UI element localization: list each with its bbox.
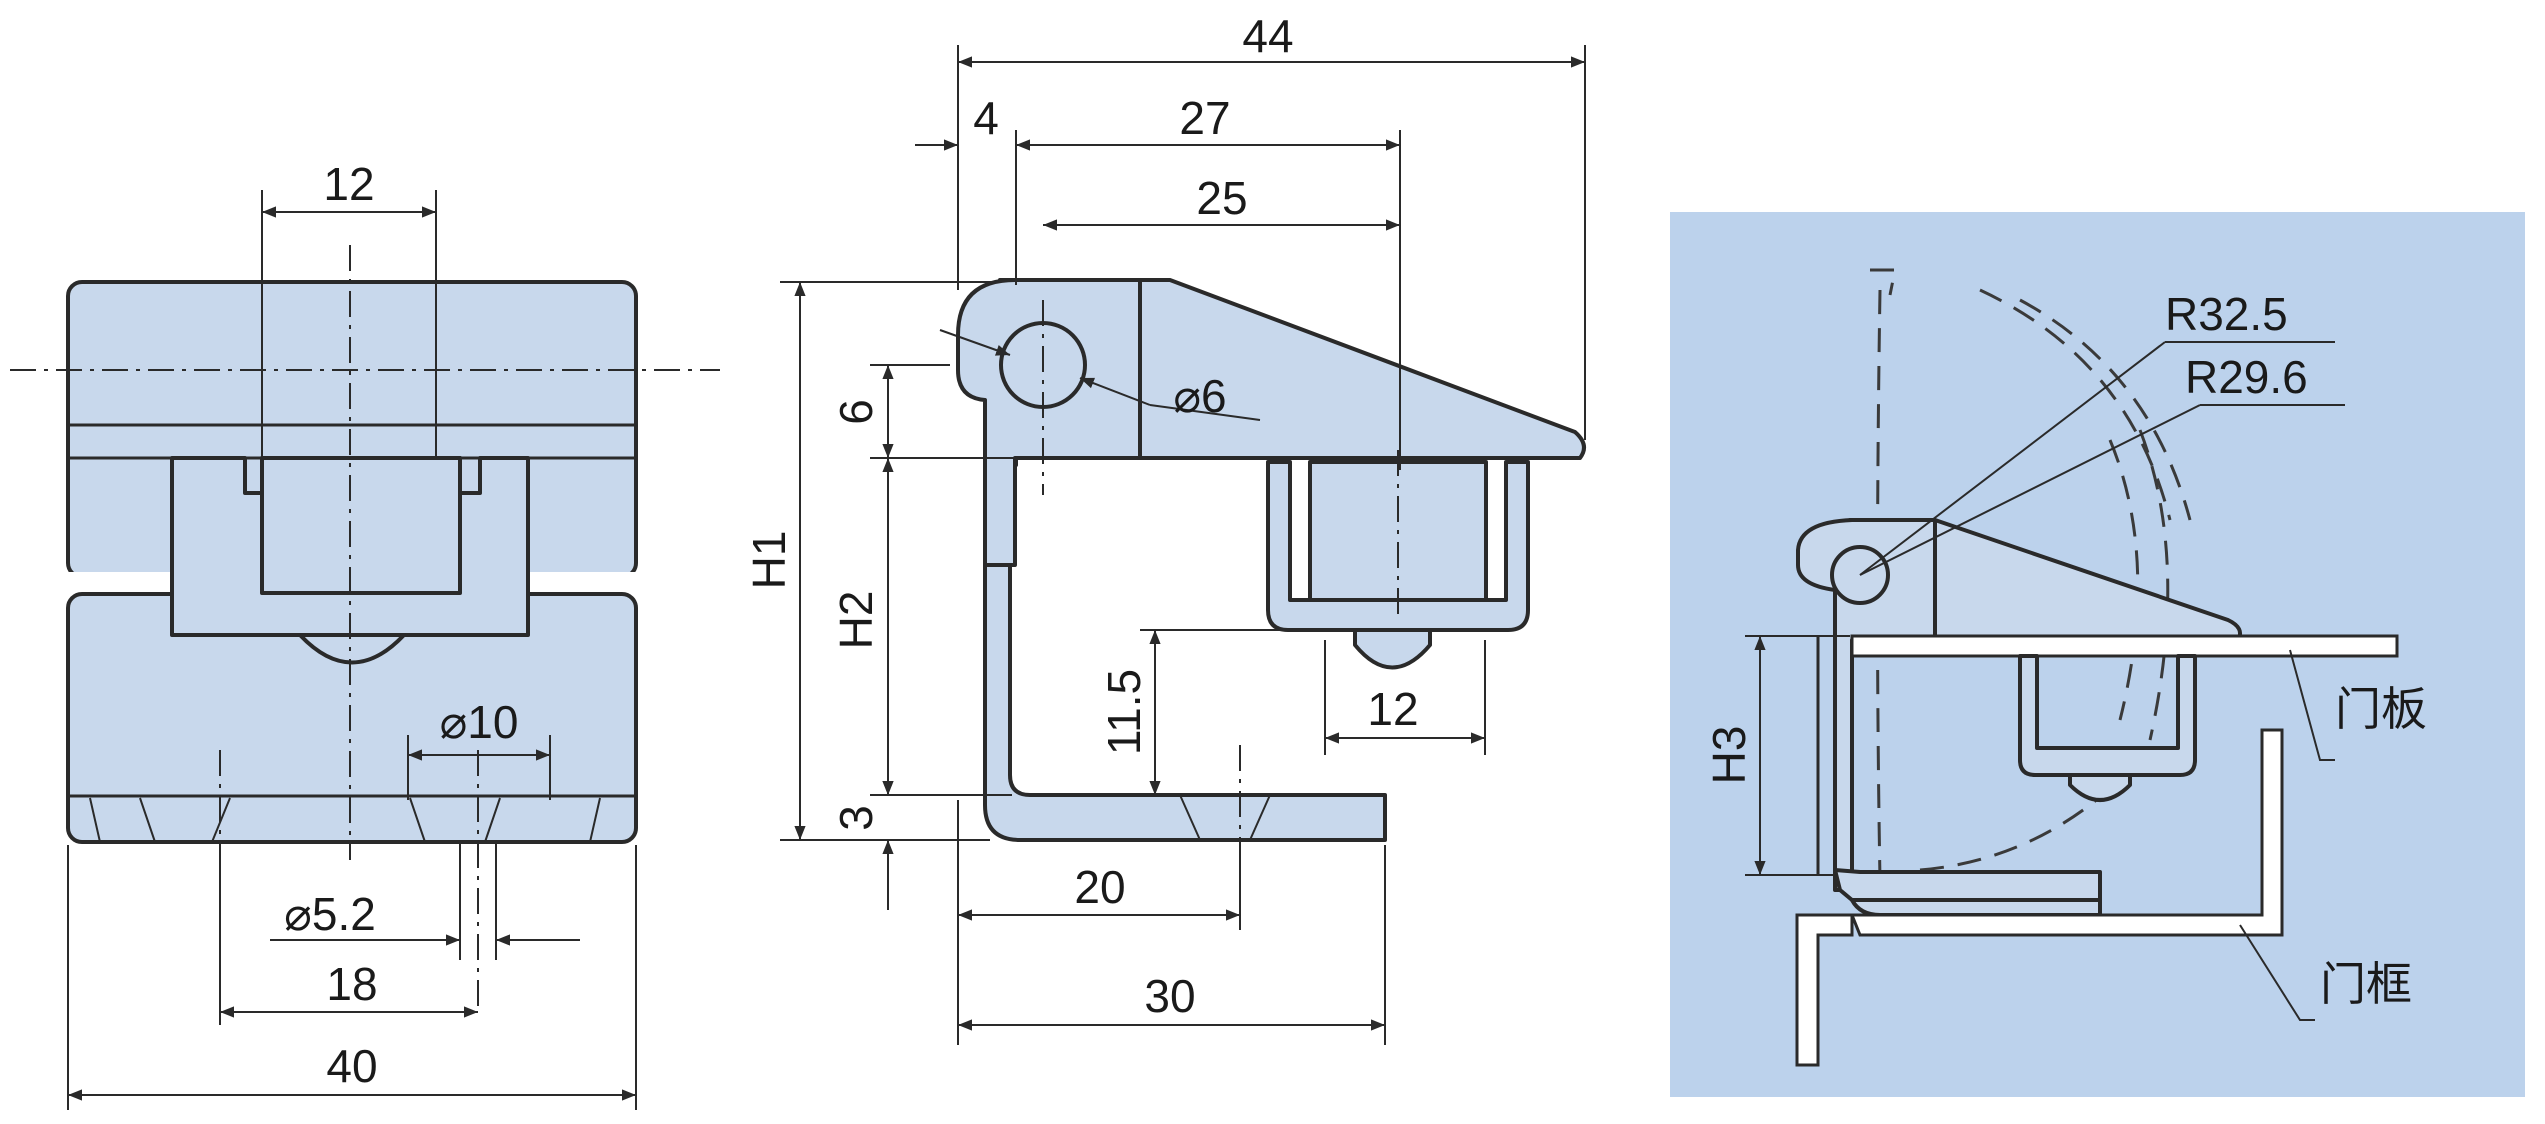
side-dim-pivot-height: 6 (830, 399, 882, 425)
front-dim-hole: ⌀5.2 (284, 888, 376, 940)
side-dim-latch-width: 12 (1367, 683, 1418, 735)
install-radius-inner: R29.6 (2185, 351, 2308, 403)
side-dim-overall: 44 (1242, 10, 1293, 62)
installation-view: R32.5 R29.6 H3 门板 门框 (1670, 212, 2525, 1097)
front-dim-bore: ⌀10 (440, 696, 519, 748)
side-dim-base-thickness: 3 (830, 805, 882, 831)
front-dim-top-width: 12 (323, 158, 374, 210)
install-label-door-panel: 门板 (2335, 682, 2427, 736)
install-dim-h3: H3 (1703, 726, 1755, 785)
side-view: 44 4 27 25 ⌀6 H1 6 H2 3 11.5 (743, 10, 1586, 1045)
side-dim-offset: 4 (973, 92, 999, 144)
front-view: 12 ⌀10 ⌀5.2 18 40 (10, 158, 720, 1110)
side-dim-h2: H2 (830, 591, 882, 650)
install-label-door-frame: 门框 (2320, 957, 2412, 1011)
side-dim-arm: 25 (1196, 172, 1247, 224)
side-latch-housing (1266, 460, 1530, 632)
side-dim-base-hole: 20 (1074, 861, 1125, 913)
side-dim-pivot: ⌀6 (1173, 370, 1226, 422)
front-dim-overall-width: 40 (326, 1040, 377, 1092)
install-door-panel (1850, 634, 2399, 658)
side-dim-latch-height: 11.5 (1098, 669, 1150, 755)
install-radius-outer: R32.5 (2165, 288, 2288, 340)
side-dim-h1: H1 (743, 531, 795, 590)
side-dim-base-length: 30 (1144, 970, 1195, 1022)
front-ball-detent (298, 633, 406, 665)
install-door-frame (1849, 728, 2284, 937)
side-dim-reach: 27 (1179, 92, 1230, 144)
front-dim-hole-spacing: 18 (326, 958, 377, 1010)
install-latch (2018, 654, 2197, 777)
side-base (983, 563, 1387, 842)
side-arm (998, 278, 1586, 467)
